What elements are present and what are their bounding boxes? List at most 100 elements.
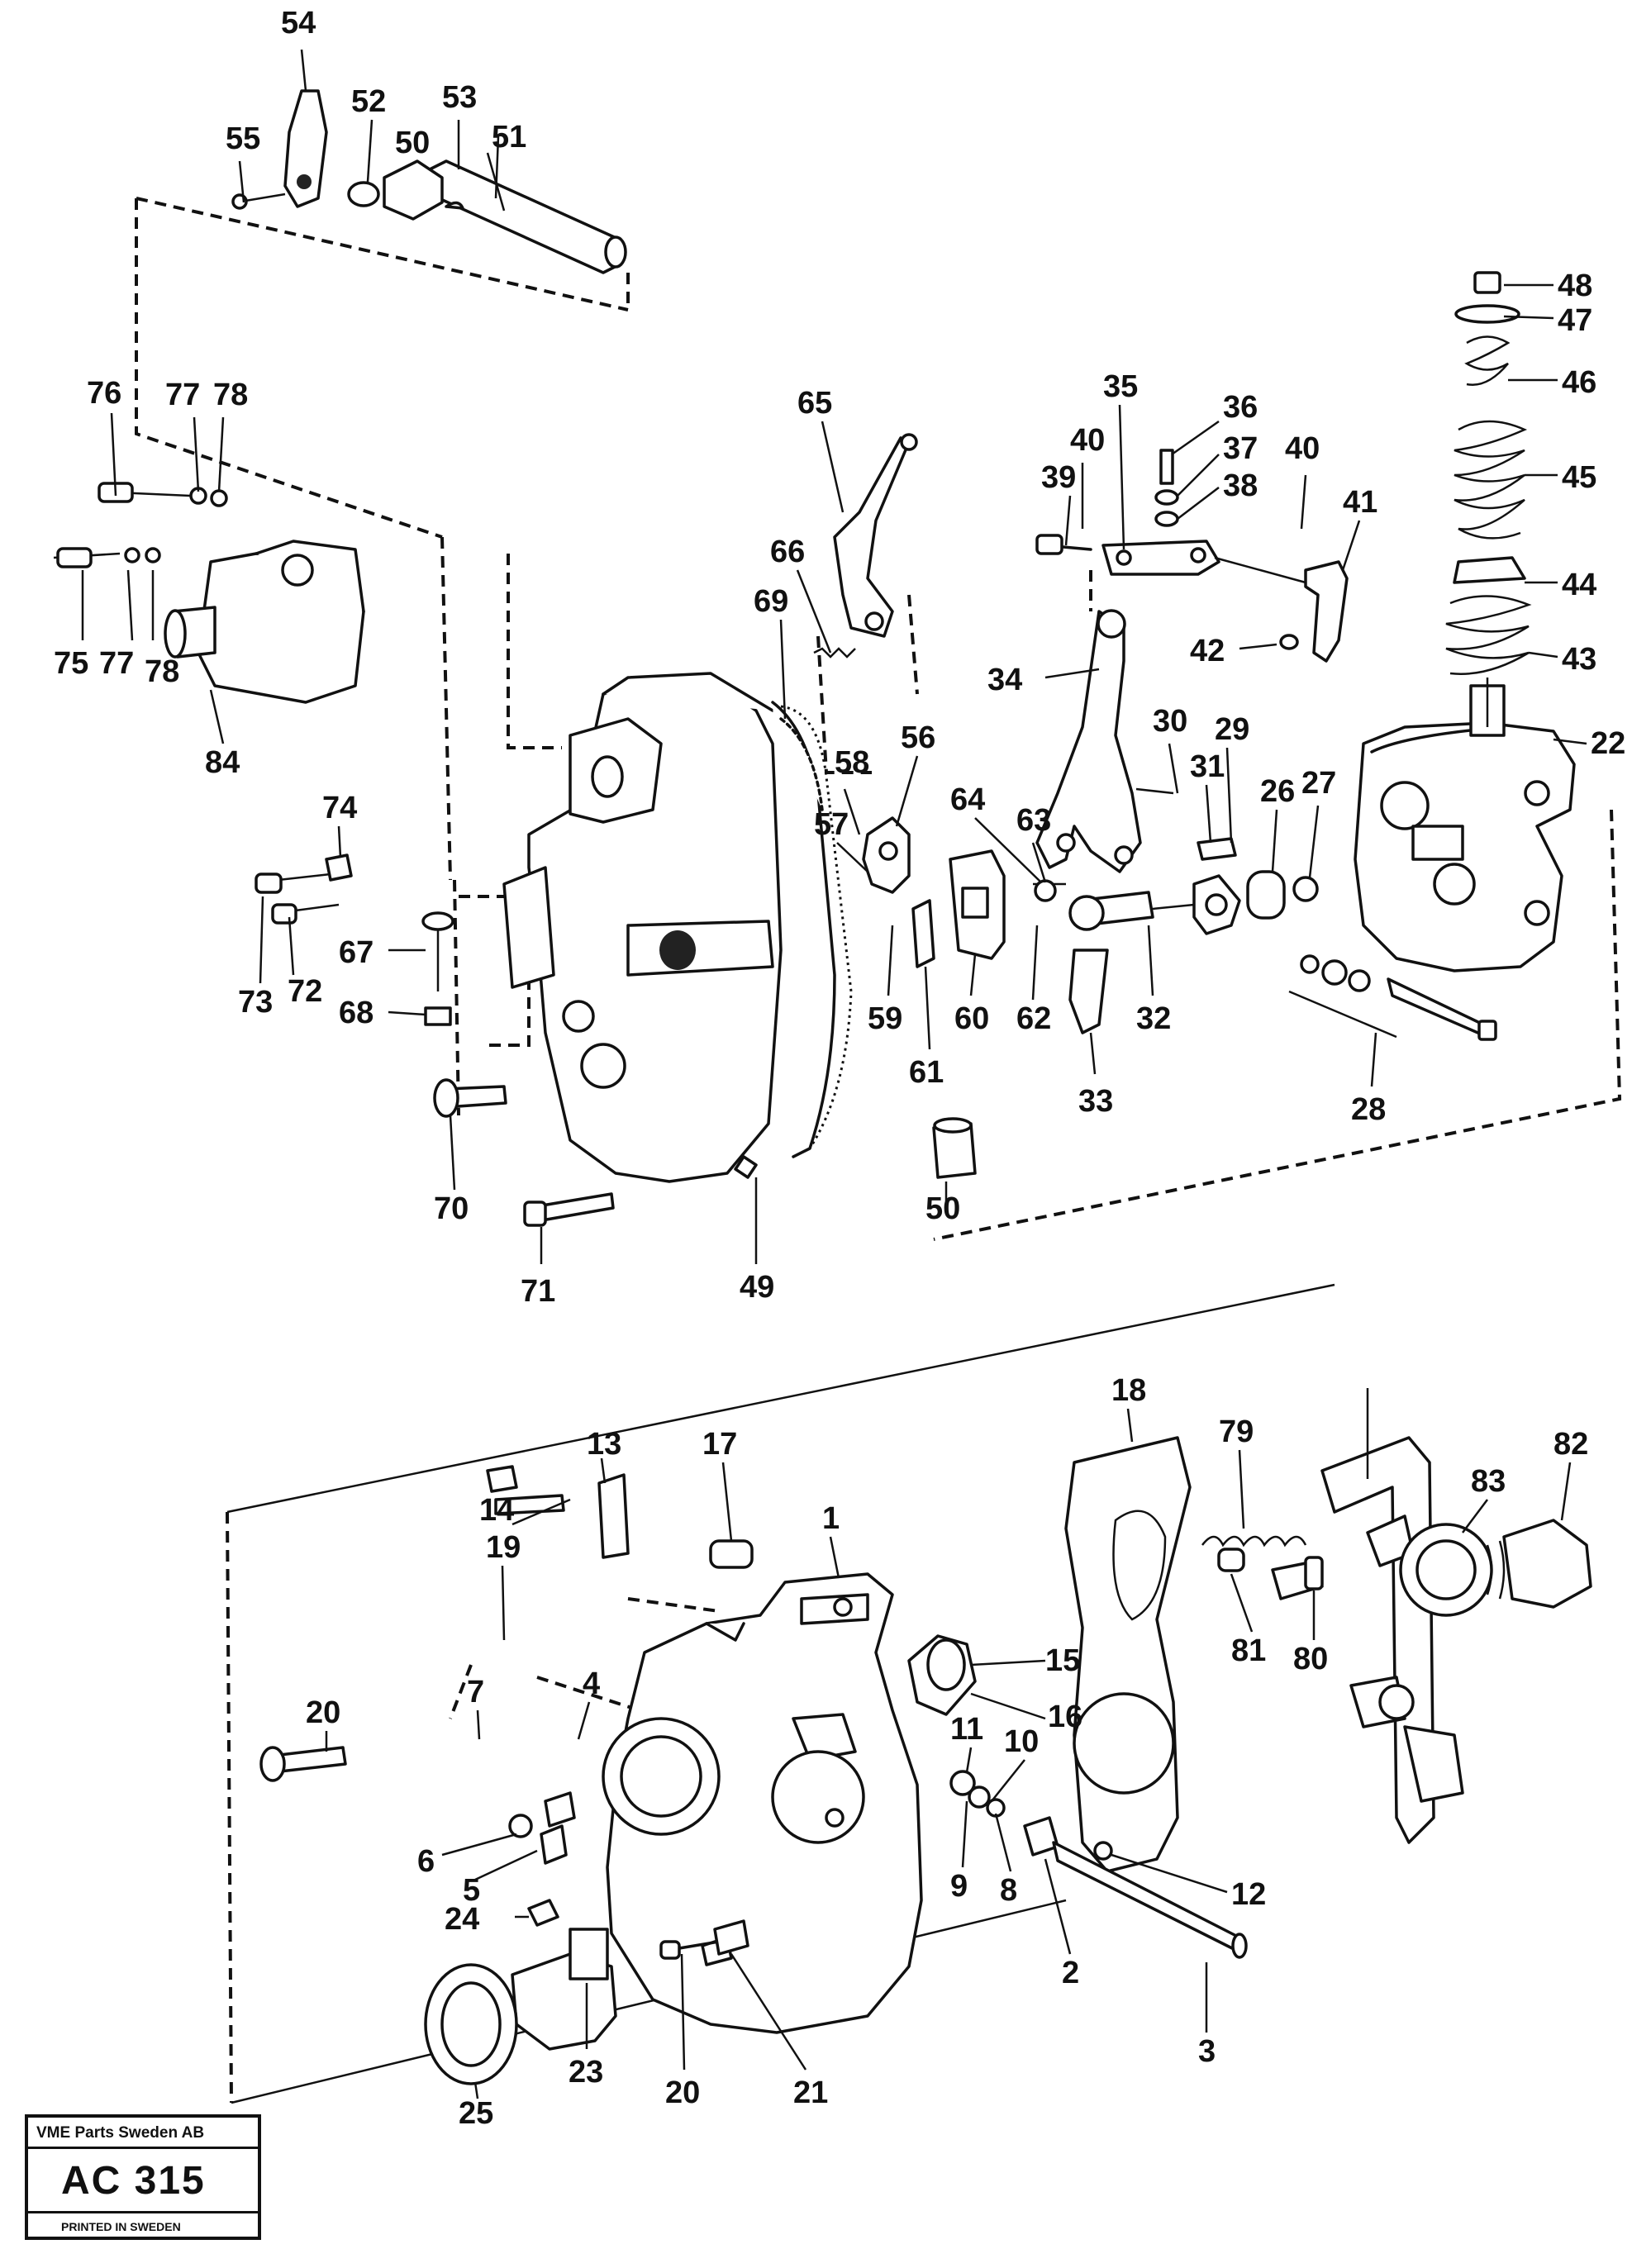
callout-10: 10 [1004,1724,1039,1759]
callout-27: 27 [1301,766,1336,801]
callout-37: 37 [1223,431,1258,466]
callout-69: 69 [754,584,788,619]
callout-20-left: 20 [306,1695,340,1730]
callout-36: 36 [1223,390,1258,425]
callout-63: 63 [1016,803,1051,838]
governor-housing-upper [502,672,836,1183]
callout-41: 41 [1343,485,1377,520]
callout-8: 8 [1000,1873,1017,1908]
callout-5: 5 [463,1873,480,1908]
callout-40-left: 40 [1070,423,1105,458]
callout-77-bottom: 77 [99,646,134,681]
governor-housing-lower [602,1572,923,2034]
company-name: VME Parts Sweden AB [28,2118,258,2149]
callout-26: 26 [1260,774,1295,809]
callout-labels: 54 52 53 50 51 55 48 47 46 45 44 43 22 7… [54,6,1625,2131]
callout-32: 32 [1136,1001,1171,1036]
callout-50-top: 50 [395,126,430,160]
callout-82: 82 [1553,1427,1588,1462]
callout-80: 80 [1293,1642,1328,1676]
callout-6: 6 [417,1844,435,1879]
callout-61: 61 [909,1055,944,1090]
callout-43: 43 [1562,642,1596,677]
callout-62: 62 [1016,1001,1051,1036]
callout-20-bottom: 20 [665,2075,700,2110]
callout-3: 3 [1198,2034,1216,2069]
callout-49: 49 [740,1270,774,1305]
lower-small-parts [259,1465,1248,2085]
title-block: VME Parts Sweden AB AC 315 PRINTED IN SW… [25,2114,261,2240]
leader-lines [81,49,1587,2099]
callout-60: 60 [954,1001,989,1036]
callout-44: 44 [1562,568,1596,602]
callout-64: 64 [950,782,985,817]
callout-12: 12 [1231,1877,1266,1912]
callout-18: 18 [1111,1373,1146,1408]
flyweight-assembly-22 [1354,684,1576,972]
callout-21: 21 [793,2075,828,2110]
callout-76: 76 [87,376,121,411]
callout-73: 73 [238,985,273,1020]
lever-65 [813,433,918,659]
callout-42: 42 [1190,634,1225,668]
callout-47: 47 [1558,303,1592,338]
callout-77-top: 77 [165,378,200,412]
callout-78-bottom: 78 [145,654,179,689]
callout-40-right: 40 [1285,431,1320,466]
lever-shaft-group [231,89,627,274]
callout-79: 79 [1219,1415,1254,1449]
upper-assembly-boundary [135,197,1622,1241]
spring-stack [1445,271,1532,727]
callout-74: 74 [322,791,357,825]
mid-components [862,787,1319,1034]
callout-15: 15 [1045,1643,1080,1678]
callout-7: 7 [467,1675,484,1709]
callout-39: 39 [1041,460,1076,495]
spring-pins-79-81 [1201,1535,1324,1600]
callout-58: 58 [835,745,869,780]
callout-51: 51 [492,120,526,155]
callout-25: 25 [459,2096,493,2131]
callout-81: 81 [1231,1633,1266,1668]
callout-48: 48 [1558,269,1592,303]
callout-16: 16 [1048,1700,1082,1734]
callout-17: 17 [702,1427,737,1462]
callout-22: 22 [1591,726,1625,761]
callout-24: 24 [445,1902,479,1937]
callout-30: 30 [1153,704,1187,739]
callout-78-top: 78 [213,378,248,412]
callout-56: 56 [901,720,935,755]
callout-59: 59 [868,1001,902,1036]
bolt-set-28 [1288,954,1497,1041]
callout-65: 65 [797,386,832,421]
callout-45: 45 [1562,460,1596,495]
callout-2: 2 [1062,1956,1079,1990]
callout-46: 46 [1562,365,1596,400]
callout-70: 70 [434,1191,469,1226]
callout-50-mid: 50 [925,1191,960,1226]
gasket-69 [780,705,853,1149]
printed-in-note: PRINTED IN SWEDEN [61,2220,181,2233]
callout-4: 4 [583,1667,600,1701]
callout-52: 52 [351,84,386,119]
callout-1: 1 [822,1501,840,1536]
callout-84: 84 [205,745,240,780]
callout-35: 35 [1103,369,1138,404]
callout-34: 34 [987,663,1022,697]
callout-31: 31 [1190,749,1225,784]
callout-33: 33 [1078,1084,1113,1119]
bracket-82-83 [1320,1388,1592,1844]
callout-57: 57 [814,807,849,842]
callout-68: 68 [339,996,373,1030]
callout-29: 29 [1215,712,1249,747]
callout-54: 54 [281,6,316,40]
callout-66: 66 [770,535,805,569]
gasket-18 [1064,1436,1192,1873]
callout-9: 9 [950,1869,968,1904]
callout-23: 23 [569,2055,603,2090]
callout-83: 83 [1471,1464,1506,1499]
linkage-34-35 [1035,449,1349,873]
callout-55: 55 [226,121,260,156]
callout-13: 13 [587,1427,621,1462]
